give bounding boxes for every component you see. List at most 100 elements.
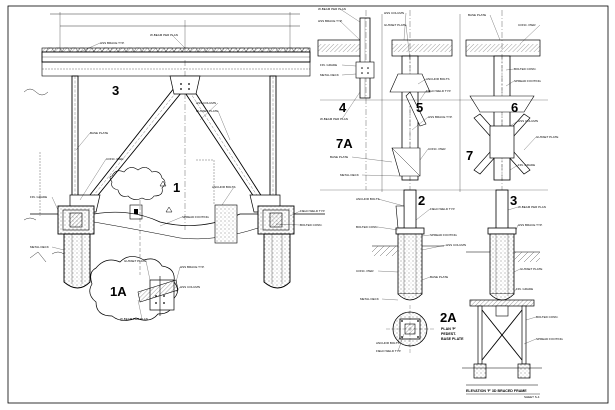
sheet-reference: SHEET S-4 bbox=[524, 395, 540, 399]
annotation-note: ANCHOR BOLTS bbox=[212, 185, 235, 189]
leader-line bbox=[159, 216, 183, 227]
leader-line bbox=[507, 206, 519, 211]
plate-subtitle-1: PEDEST. bbox=[441, 332, 456, 336]
annotation-note: METAL DECK bbox=[320, 73, 339, 77]
cloud-callout-1a bbox=[89, 256, 178, 321]
annotation-note: METAL DECK bbox=[340, 173, 359, 177]
annotation-note: FIELD WELD TYP. bbox=[426, 89, 451, 93]
annotation-note: GUSSET PLATE bbox=[196, 109, 218, 113]
deck-ribs bbox=[45, 47, 311, 53]
leader-line bbox=[509, 164, 519, 171]
leader-line bbox=[51, 246, 65, 251]
annotation-note: GUSSET PLATE bbox=[520, 267, 542, 271]
annotation-note: W-BEAM PER PLAN bbox=[120, 317, 148, 321]
leader-line bbox=[525, 316, 537, 321]
annotation-note: CONC. PIER bbox=[518, 23, 536, 27]
detail-marker-2: 2 bbox=[418, 193, 425, 208]
leader-line bbox=[519, 24, 541, 45]
leader-line bbox=[377, 226, 399, 231]
leader-line bbox=[421, 244, 447, 251]
leader-line bbox=[417, 78, 427, 85]
right-pier bbox=[263, 233, 291, 289]
leader-line bbox=[199, 102, 219, 121]
leader-line bbox=[75, 132, 91, 151]
leader-line bbox=[513, 288, 517, 293]
leader-line bbox=[415, 208, 431, 221]
leader-line bbox=[171, 34, 186, 49]
annotation-note: FIELD WELD TYP. bbox=[376, 349, 401, 353]
elevation-title: ELEVATION 'F' 3D BRACED FRAME bbox=[466, 389, 527, 393]
annotation-note: HSS COLUMN bbox=[180, 285, 200, 289]
detail-marker-1a: 1A bbox=[110, 284, 127, 299]
annotation-note: HSS COLUMN bbox=[196, 101, 216, 105]
annotation-note: GUSSET PLATE bbox=[384, 23, 406, 27]
detail-marker-4: 4 bbox=[339, 100, 347, 115]
detail-marker-3-right: 3 bbox=[510, 193, 517, 208]
annotation-note: FIN. GRADE bbox=[518, 163, 535, 167]
annotation-note: HSS BRACE TYP. bbox=[428, 115, 453, 119]
annotation-note: W-BEAM PER PLAN bbox=[150, 33, 178, 37]
annotation-note: W-BEAM PER PLAN bbox=[318, 7, 346, 11]
leader-line bbox=[137, 299, 143, 320]
leader-line bbox=[419, 148, 429, 161]
leader-line bbox=[419, 90, 427, 101]
annotation-note: ANCHOR BOLTS bbox=[376, 341, 399, 345]
annotation-note: BOLTED CONN. bbox=[356, 225, 378, 229]
annotation-note: FIELD WELD TYP. bbox=[430, 207, 455, 211]
leader-line bbox=[289, 210, 301, 217]
leader-line bbox=[341, 73, 357, 76]
elevation-f-braced-frame bbox=[462, 299, 542, 386]
leader-line bbox=[51, 196, 59, 211]
left-pier bbox=[63, 233, 91, 289]
leader-line bbox=[79, 158, 107, 201]
detail-marker-5: 5 bbox=[416, 100, 423, 115]
leader-line bbox=[509, 120, 519, 127]
leader-line bbox=[275, 223, 301, 226]
annotation-note: BASE PLATE bbox=[468, 13, 486, 17]
leader-line bbox=[361, 174, 401, 177]
annotation-note: FIN. GRADE bbox=[320, 63, 337, 67]
leader-line bbox=[217, 110, 231, 141]
leader-line bbox=[351, 156, 393, 163]
annotation-note: HSS BRACE TYP. bbox=[318, 19, 343, 23]
annotation-note: BOLTED CONN. bbox=[300, 223, 322, 227]
annotation-note: HSS BRACE TYP. bbox=[518, 223, 543, 227]
annotation-note: GUSSET PLATE bbox=[124, 259, 146, 263]
annotation-note: W-BEAM PER PLAN bbox=[518, 205, 546, 209]
detail-3-column-base bbox=[466, 189, 540, 301]
annotation-note: CONC. PIER bbox=[356, 269, 374, 273]
annotation-note: BOLTED CONN. bbox=[514, 67, 536, 71]
annotation-note: W-BEAM PER PLAN bbox=[320, 117, 348, 121]
detail-marker-3-left: 3 bbox=[112, 83, 119, 98]
annotation-note: METAL DECK bbox=[360, 297, 379, 301]
leader-line bbox=[175, 286, 181, 293]
leader-line bbox=[377, 198, 405, 207]
detail-marker-7a: 7A bbox=[336, 136, 353, 151]
leader-line bbox=[397, 333, 405, 352]
leader-line bbox=[341, 64, 357, 67]
plate-title: PLAN 'P' bbox=[441, 327, 456, 331]
annotation-note: CONC. PIER bbox=[428, 147, 446, 151]
cloud-callout-1 bbox=[109, 167, 166, 200]
sheet-border bbox=[7, 5, 609, 404]
annotation-note: FIELD WELD TYP. bbox=[300, 209, 325, 213]
leader-line bbox=[341, 91, 361, 120]
leader-line bbox=[339, 8, 361, 23]
leader-line bbox=[403, 12, 407, 41]
leader-line bbox=[175, 266, 181, 283]
annotation-note: HSS COLUMN bbox=[518, 119, 538, 123]
annotation-note: BOLTED CONN. bbox=[536, 315, 558, 319]
annotation-note: SPREAD FOOTING bbox=[536, 337, 564, 341]
annotation-note: BASE PLATE bbox=[90, 131, 108, 135]
leader-line bbox=[515, 224, 519, 231]
annotation-note: SPREAD FOOTING bbox=[430, 233, 458, 237]
top-gusset-plate bbox=[169, 75, 201, 95]
leader-line bbox=[523, 338, 537, 345]
detail-2-column-base bbox=[372, 189, 444, 301]
leader-line bbox=[523, 136, 537, 151]
detail-marker-7: 7 bbox=[466, 148, 473, 163]
annotation-note: SPREAD FOOTING bbox=[182, 215, 210, 219]
leader-line bbox=[411, 116, 429, 131]
leader-line bbox=[421, 276, 431, 281]
